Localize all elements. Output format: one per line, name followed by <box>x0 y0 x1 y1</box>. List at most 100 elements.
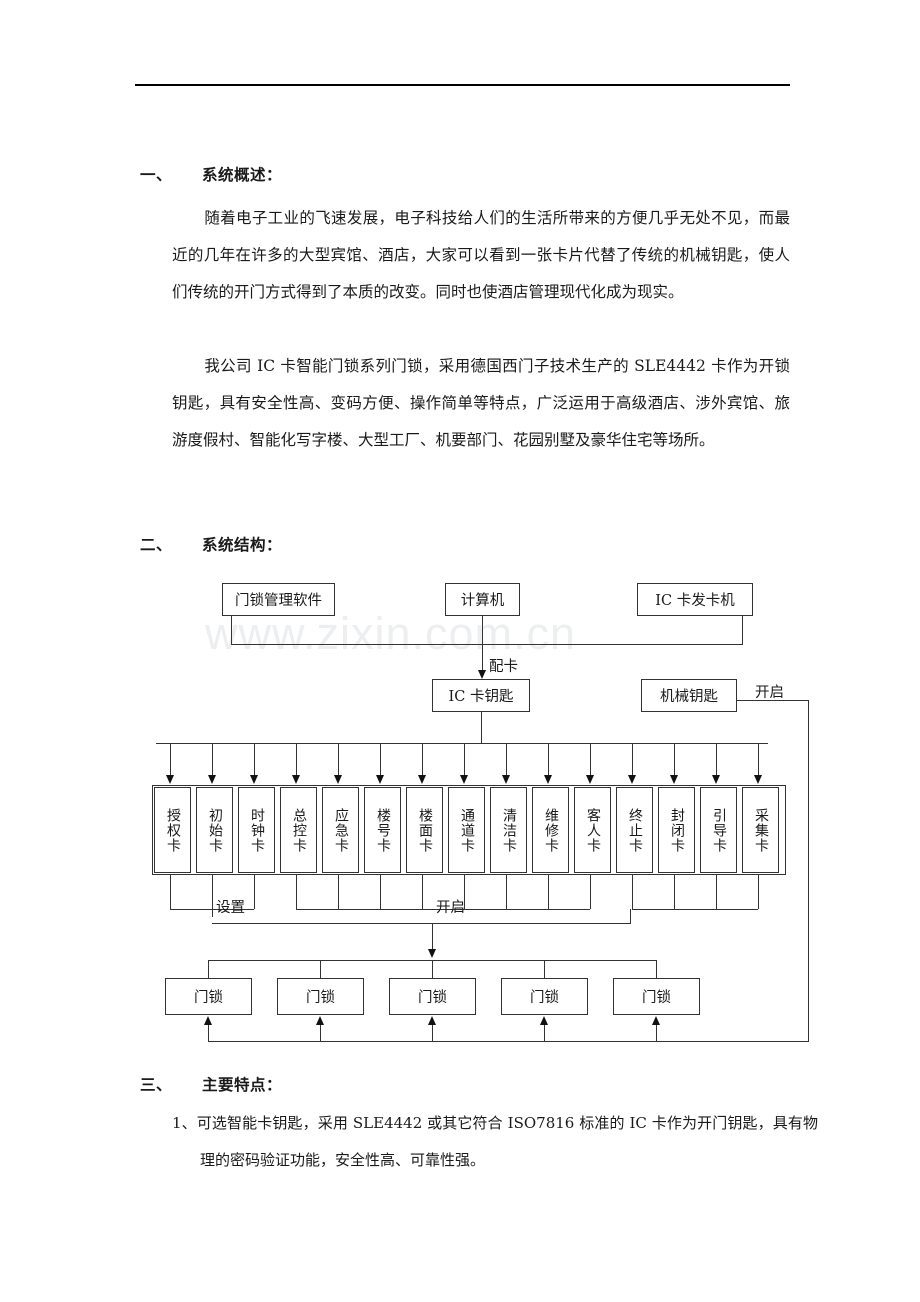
connector-right-rail <box>808 700 809 1041</box>
diagram-box-mechanical-key: 机械钥匙 <box>641 679 737 712</box>
connector-card-out <box>506 875 507 909</box>
feature-list-item-1-text: 1、可选智能卡钥匙，采用 SLE4442 或其它符合 ISO7816 标准的 I… <box>172 1114 818 1169</box>
connector-card-drop <box>170 743 171 779</box>
connector-kaiqi-collect-right <box>632 909 758 910</box>
diagram-box-ic-card-key: IC 卡钥匙 <box>432 679 530 712</box>
connector-lock-drop <box>320 960 321 978</box>
section-heading-2: 二、 系统结构： <box>140 533 282 555</box>
section-title-2: 系统结构： <box>202 535 283 554</box>
card-box-zhongzhi: 终止卡 <box>616 787 653 873</box>
card-label: 客人卡 <box>585 807 602 853</box>
card-label: 维修卡 <box>543 807 560 853</box>
connector-card-drop <box>422 743 423 779</box>
connector-lock-return <box>432 1025 433 1041</box>
section-title-1: 系统概述： <box>202 165 283 184</box>
card-label: 时钟卡 <box>249 807 266 853</box>
connector-card-drop <box>212 743 213 779</box>
connector-card-out <box>380 875 381 909</box>
connector-shezhi-collect <box>170 909 254 910</box>
arrow-card-drop <box>627 775 636 784</box>
card-box-zongkong: 总控卡 <box>280 787 317 873</box>
connector-card-drop <box>338 743 339 779</box>
connector-card-drop <box>254 743 255 779</box>
edge-label-kaiqi-bottom: 开启 <box>436 900 465 916</box>
card-box-shizhong: 时钟卡 <box>238 787 275 873</box>
card-box-chushi: 初始卡 <box>196 787 233 873</box>
arrow-card-drop <box>711 775 720 784</box>
card-label: 授权卡 <box>165 807 182 853</box>
connector-card-drop <box>380 743 381 779</box>
diagram-box-label: 门锁管理软件 <box>235 593 322 609</box>
connector-bottom-return-rail <box>208 1041 809 1042</box>
connector-card-drop <box>674 743 675 779</box>
lock-box: 门锁 <box>501 978 588 1015</box>
diagram-box-label: 计算机 <box>460 593 505 609</box>
card-label: 封闭卡 <box>669 807 686 853</box>
diagram-box-label: IC 卡发卡机 <box>655 593 735 609</box>
edge-label-kaiqi-right: 开启 <box>755 685 784 701</box>
paragraph-1-1-text: 随着电子工业的飞速发展，电子科技给人们的生活所带来的方便几乎无处不见，而最近的几… <box>172 209 790 301</box>
feature-list-item-1: 1、可选智能卡钥匙，采用 SLE4442 或其它符合 ISO7816 标准的 I… <box>172 1105 818 1179</box>
connector-kaiqi-collect-left <box>296 909 590 910</box>
connector-card-out <box>758 875 759 909</box>
lock-box: 门锁 <box>613 978 700 1015</box>
connector-lock-drop <box>432 960 433 978</box>
connector-card-drop <box>632 743 633 779</box>
arrow-lock-return <box>428 1016 436 1025</box>
card-box-fengbi: 封闭卡 <box>658 787 695 873</box>
connector-lock-drop <box>208 960 209 978</box>
connector-card-drop <box>506 743 507 779</box>
connector-card-out <box>632 875 633 909</box>
connector-software-down <box>231 616 232 644</box>
connector-card-out <box>464 875 465 909</box>
arrow-peika <box>477 670 486 679</box>
header-rule <box>135 84 790 86</box>
connector-key-down <box>481 712 482 743</box>
connector-lock-drop <box>544 960 545 978</box>
card-box-shouquan: 授权卡 <box>154 787 191 873</box>
card-label: 总控卡 <box>291 807 308 853</box>
connector-card-out <box>296 875 297 909</box>
diagram-box-label: IC 卡钥匙 <box>448 689 514 705</box>
arrow-card-drop <box>333 775 342 784</box>
card-label: 采集卡 <box>753 807 770 853</box>
card-label: 应急卡 <box>333 807 350 853</box>
watermark: www.zixin.com.cn <box>205 608 577 659</box>
arrow-to-locks <box>427 949 436 958</box>
connector-mech-to-right <box>737 700 808 701</box>
arrow-card-drop <box>417 775 426 784</box>
section-title-3: 主要特点： <box>202 1075 283 1094</box>
connector-rail-right-drop <box>630 909 631 923</box>
connector-lock-return <box>656 1025 657 1041</box>
section-number-2: 二、 <box>140 535 173 554</box>
lock-label: 门锁 <box>418 990 447 1006</box>
connector-card-out <box>170 875 171 909</box>
card-label: 初始卡 <box>207 807 224 853</box>
connector-card-out <box>212 875 213 917</box>
connector-card-drop <box>716 743 717 779</box>
section-number-3: 三、 <box>140 1075 173 1094</box>
card-label: 楼号卡 <box>375 807 392 853</box>
connector-card-out <box>548 875 549 909</box>
connector-card-out <box>674 875 675 909</box>
card-box-weixiu: 维修卡 <box>532 787 569 873</box>
connector-card-out <box>338 875 339 909</box>
arrow-card-drop <box>669 775 678 784</box>
arrow-lock-return <box>316 1016 324 1025</box>
arrow-card-drop <box>207 775 216 784</box>
lock-box: 门锁 <box>389 978 476 1015</box>
edge-label-peika: 配卡 <box>489 659 518 675</box>
connector-card-drop <box>464 743 465 779</box>
connector-main-rail <box>212 923 631 924</box>
connector-lock-return <box>544 1025 545 1041</box>
connector-card-out <box>254 875 255 909</box>
card-strip-frame <box>152 785 786 875</box>
diagram-box-ic-card-issuer: IC 卡发卡机 <box>637 583 753 616</box>
connector-top-bus <box>231 644 743 645</box>
arrow-card-drop <box>459 775 468 784</box>
paragraph-1-2-text: 我公司 IC 卡智能门锁系列门锁，采用德国西门子技术生产的 SLE4442 卡作… <box>172 357 790 449</box>
arrow-lock-return <box>652 1016 660 1025</box>
connector-card-bus <box>156 743 768 744</box>
lock-label: 门锁 <box>194 990 223 1006</box>
